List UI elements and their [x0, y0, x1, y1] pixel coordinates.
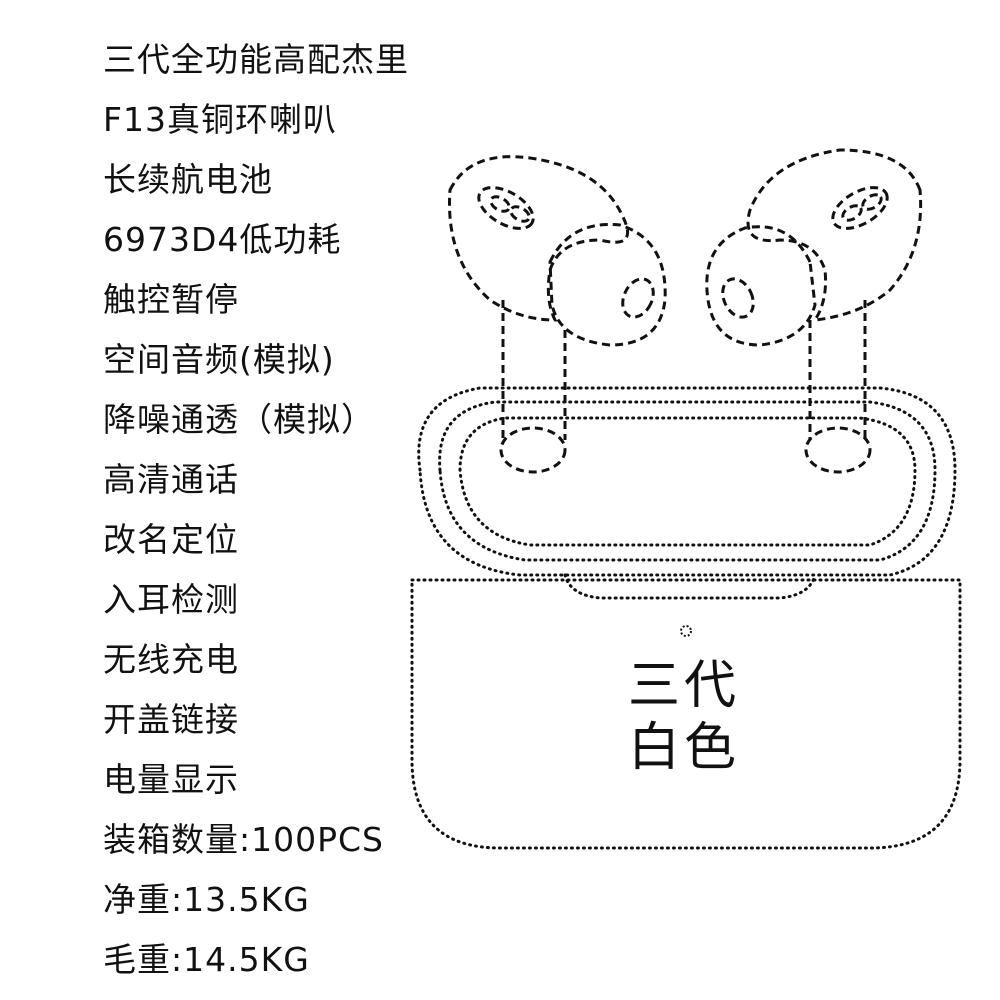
spec-item: 毛重:14.5KG — [103, 940, 310, 979]
product-generation-label: 三代 — [628, 656, 741, 716]
spec-item: 入耳检测 — [103, 580, 239, 619]
left-earbud — [448, 155, 667, 474]
case-led-indicator — [680, 625, 692, 637]
spec-item: 高清通话 — [103, 460, 239, 499]
spec-item: 无线充电 — [103, 640, 239, 679]
spec-item: 改名定位 — [103, 520, 239, 559]
spec-item: F13真铜环喇叭 — [103, 100, 337, 139]
case-lid-outline — [417, 386, 957, 600]
product-color-label: 白色 — [628, 718, 741, 778]
case-body-outline — [410, 578, 962, 850]
spec-item: 长续航电池 — [103, 160, 273, 199]
spec-item: 6973D4低功耗 — [103, 220, 342, 259]
spec-item: 三代全功能高配杰里 — [103, 40, 409, 79]
spec-item: 净重:13.5KG — [103, 880, 310, 919]
spec-item: 降噪通透（模拟） — [103, 400, 375, 439]
spec-item: 触控暂停 — [103, 280, 239, 319]
spec-item: 开盖链接 — [103, 700, 239, 739]
right-earbud — [705, 148, 923, 474]
spec-item: 空间音频(模拟) — [103, 340, 335, 379]
spec-item: 装箱数量:100PCS — [103, 820, 384, 859]
spec-item: 电量显示 — [103, 760, 239, 799]
